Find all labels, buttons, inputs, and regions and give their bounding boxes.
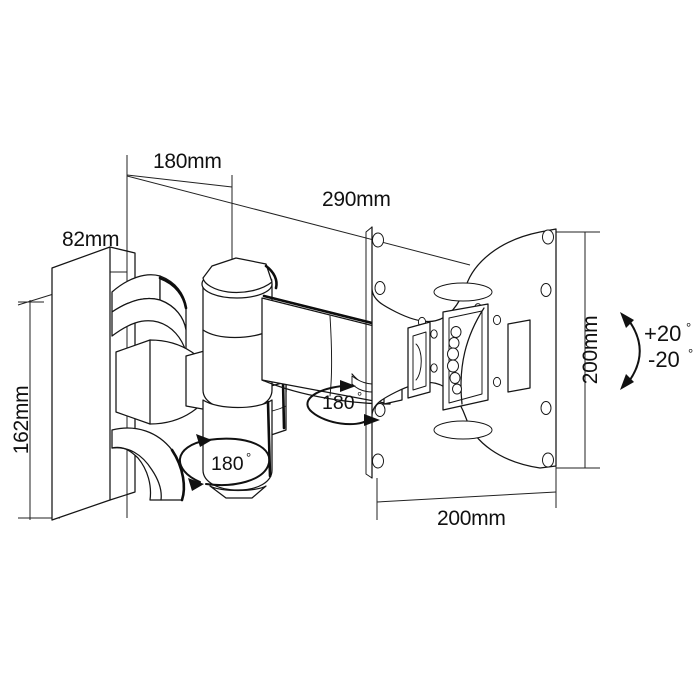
wall-plate-face — [51, 246, 111, 521]
vesa-center-slot-curve — [460, 307, 485, 405]
vesa-center-slot-inner — [448, 310, 483, 404]
bead-6 — [452, 383, 462, 395]
bracket-lower-inner-curve — [111, 447, 162, 501]
bead-2 — [448, 337, 460, 349]
vesa-left-detail-block — [407, 321, 431, 399]
wall-bracket-body — [111, 274, 231, 502]
vesa-hole-mid-left-lower — [374, 403, 386, 417]
swivel-base-arrow-group: 180 ° — [179, 434, 271, 491]
vesa-hole-bottom-right — [542, 452, 554, 468]
swivel-base-arrowhead-lower — [188, 478, 204, 491]
swivel-arm-arrow-group: 180 ° — [306, 380, 380, 426]
label-162mm: 162mm — [10, 386, 33, 455]
vesa-hole-mid-left-upper — [374, 281, 386, 295]
label-200mm-height: 200mm — [579, 316, 602, 385]
bead-5 — [449, 372, 461, 384]
vesa-plate-thickness — [365, 226, 373, 479]
vesa-screw-hole-4 — [430, 363, 438, 373]
vesa-screw-hole-3 — [430, 329, 438, 339]
swivel-base-label: 180 — [211, 453, 244, 475]
vesa-hole-top-left — [372, 232, 384, 248]
arm-seam-mid — [329, 315, 332, 397]
bead-3 — [447, 347, 459, 361]
tilt-arrow-group: +20 ° -20 ° — [620, 312, 693, 390]
dim-line-290 — [126, 175, 471, 266]
vesa-hole-mid-right-lower — [540, 401, 552, 415]
vesa-left-detail-inner — [412, 331, 427, 391]
tilt-down-degree-symbol: ° — [688, 346, 693, 361]
bead-4 — [447, 359, 459, 373]
bracket-lower-highlight — [170, 448, 186, 502]
tilt-arrowhead-down — [620, 374, 634, 390]
swivel-arm-arrowhead-lower — [364, 414, 380, 426]
tilt-down-label: -20 — [648, 347, 680, 372]
column-lower-body — [202, 399, 273, 491]
vesa-right-rect-cutout — [507, 319, 531, 393]
vesa-screw-hole-5 — [492, 314, 502, 326]
vesa-center-bead-chain — [447, 326, 462, 395]
swivel-base-arrowhead-upper — [196, 434, 212, 447]
tilt-up-degree-symbol: ° — [686, 320, 691, 335]
tilt-up-label: +20 — [644, 321, 681, 346]
vesa-hole-mid-right-upper — [540, 283, 552, 297]
dim-line-180 — [126, 174, 233, 188]
swivel-arm-label: 180 — [322, 392, 355, 414]
label-180mm: 180mm — [153, 150, 222, 173]
vesa-oval-cutout-top — [433, 282, 493, 302]
tilt-arrowhead-up — [620, 312, 634, 328]
swivel-arm-arrowhead-upper — [340, 380, 356, 392]
arm-top-highlight — [262, 294, 394, 330]
swivel-base-degree-symbol: ° — [246, 450, 251, 465]
swivel-arm-degree-symbol: ° — [357, 389, 362, 404]
vesa-hole-top-right — [542, 229, 554, 245]
vesa-left-detail-curve — [415, 343, 422, 381]
swivel-arm-ellipse-arrow — [306, 385, 369, 426]
vertical-column — [201, 257, 278, 499]
vesa-hole-bottom-left — [372, 453, 384, 469]
column-bottom-cap — [209, 485, 267, 499]
column-top-collar — [202, 257, 273, 294]
label-82mm: 82mm — [62, 228, 119, 251]
bracket-upper-highlight — [158, 276, 188, 310]
bead-1 — [450, 326, 462, 338]
vesa-mounting-plate — [365, 226, 557, 479]
vesa-oval-cutout-bottom — [433, 420, 493, 440]
vesa-screw-hole-6 — [492, 376, 502, 388]
dimension-labels-group: 82mm 180mm 290mm 162mm 200mm 200mm — [10, 150, 602, 530]
swivel-base-ellipse-arrow — [179, 437, 271, 486]
label-290mm: 290mm — [322, 188, 391, 211]
column-collar-highlight — [264, 264, 278, 290]
tilt-curved-arrow — [626, 317, 641, 385]
dim-line-200-horizontal — [376, 491, 557, 503]
label-200mm-width: 200mm — [437, 507, 506, 530]
